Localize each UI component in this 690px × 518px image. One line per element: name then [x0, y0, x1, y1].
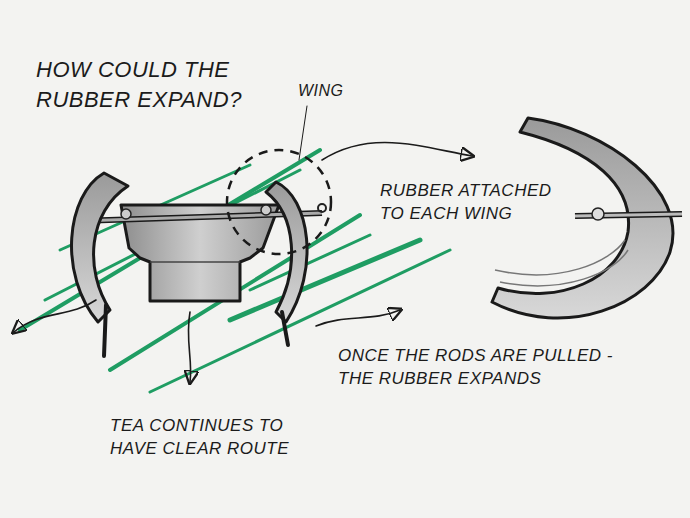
arrows: [14, 106, 472, 382]
detail-circle: [227, 150, 331, 254]
annotation: WING: [298, 80, 378, 102]
left-wing: [72, 173, 128, 356]
right-wing: [266, 182, 307, 345]
expanded-rubber-detail: [492, 118, 682, 318]
annotation: ONCE THE RODS ARE PULLED - THE RUBBER EX…: [338, 345, 618, 391]
sketch-title: HOW COULD THE RUBBER EXPAND?: [36, 55, 261, 114]
annotation: TEA CONTINUES TO HAVE CLEAR ROUTE: [110, 415, 310, 461]
annotation: RUBBER ATTACHED TO EACH WING: [380, 180, 565, 226]
